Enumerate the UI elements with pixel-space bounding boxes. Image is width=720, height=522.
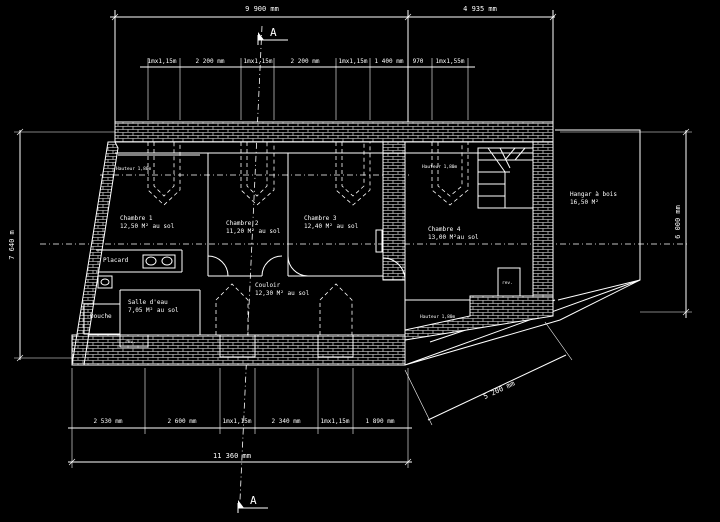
dim-bottom-seg-3: 1mx1,15m bbox=[223, 418, 252, 425]
dim-top-seg-1: 1mx1,15m bbox=[148, 58, 177, 65]
room-chambre2-name: Chambre 2 bbox=[226, 220, 259, 227]
top-dimension-lines bbox=[110, 10, 557, 125]
section-mark-bottom bbox=[237, 500, 268, 513]
room-chambre3-area: 12,40 M² au sol bbox=[304, 223, 359, 230]
dim-top-seg-3: 1mx1,15m bbox=[244, 58, 273, 65]
dim-left-height: 7 640 m bbox=[8, 230, 16, 260]
dim-bottom-seg-4: 2 340 mm bbox=[272, 418, 301, 425]
note-hauteur-bottom: Hauteur 1,80m bbox=[420, 314, 456, 320]
section-label-top: A bbox=[270, 26, 277, 39]
axis-lines bbox=[40, 25, 690, 501]
dim-top-seg-4: 2 200 mm bbox=[291, 58, 320, 65]
dim-top-seg-7: 970 bbox=[413, 58, 424, 65]
dim-top-seg-5: 1mx1,15m bbox=[339, 58, 368, 65]
note-box-bottom: rev. bbox=[125, 340, 136, 345]
room-couloir-name: Couloir bbox=[255, 282, 281, 289]
note-hauteur-top-left: Hauteur 1,80m bbox=[116, 166, 152, 172]
room-chambre4-area: 13,00 M²au sol bbox=[428, 234, 479, 241]
bathroom-fixtures bbox=[83, 254, 521, 335]
section-label-bottom: A bbox=[250, 494, 257, 507]
bottom-dimension-lines bbox=[68, 368, 412, 468]
staircase bbox=[477, 147, 534, 209]
dim-top-seg-2: 2 200 mm bbox=[196, 58, 225, 65]
section-mark-top bbox=[257, 32, 288, 45]
room-placard: Placard bbox=[103, 257, 129, 264]
dim-bottom-overall: 11 360 mm bbox=[213, 452, 251, 460]
dim-diagonal: 5 200 mm bbox=[482, 379, 516, 401]
note-box-right: rev. bbox=[502, 281, 513, 286]
room-salle-area: 7,05 M² au sol bbox=[128, 307, 179, 314]
dim-bottom-seg-5: 1mx1,15m bbox=[321, 418, 350, 425]
exterior-walls bbox=[71, 121, 554, 366]
room-douche: Douche bbox=[90, 313, 112, 320]
side-dimension-lines bbox=[14, 128, 692, 362]
dim-right-height: 6 000 mm bbox=[674, 205, 682, 239]
dim-top-seg-6: 1 400 mm bbox=[375, 58, 404, 65]
room-chambre1-area: 12,50 M² au sol bbox=[120, 223, 175, 230]
dim-top-seg-8: 1mx1,55m bbox=[436, 58, 465, 65]
room-chambre2-area: 11,20 M² au sol bbox=[226, 228, 281, 235]
dim-bottom-seg-2: 2 600 mm bbox=[168, 418, 197, 425]
dim-top-overall-left: 9 900 mm bbox=[245, 5, 279, 13]
bottom-windows bbox=[119, 334, 354, 358]
dim-bottom-seg-1: 2 530 mm bbox=[94, 418, 123, 425]
room-chambre4-name: Chambre 4 bbox=[428, 226, 461, 233]
diagonal-dimension bbox=[404, 321, 573, 426]
note-hauteur-ch4: Hauteur 1,80m bbox=[422, 164, 458, 170]
room-couloir-area: 12,30 M² au sol bbox=[255, 290, 310, 297]
roof-windows bbox=[147, 142, 469, 335]
room-salle-name: Salle d'eau bbox=[128, 299, 168, 306]
dim-top-overall-right: 4 935 mm bbox=[463, 5, 497, 13]
dim-bottom-seg-6: 1 890 mm bbox=[366, 418, 395, 425]
hangar-area: 16,50 M² bbox=[570, 199, 599, 206]
room-chambre1-name: Chambre 1 bbox=[120, 215, 153, 222]
room-chambre3-name: Chambre 3 bbox=[304, 215, 337, 222]
hangar-name: Hangar à bois bbox=[570, 191, 617, 198]
